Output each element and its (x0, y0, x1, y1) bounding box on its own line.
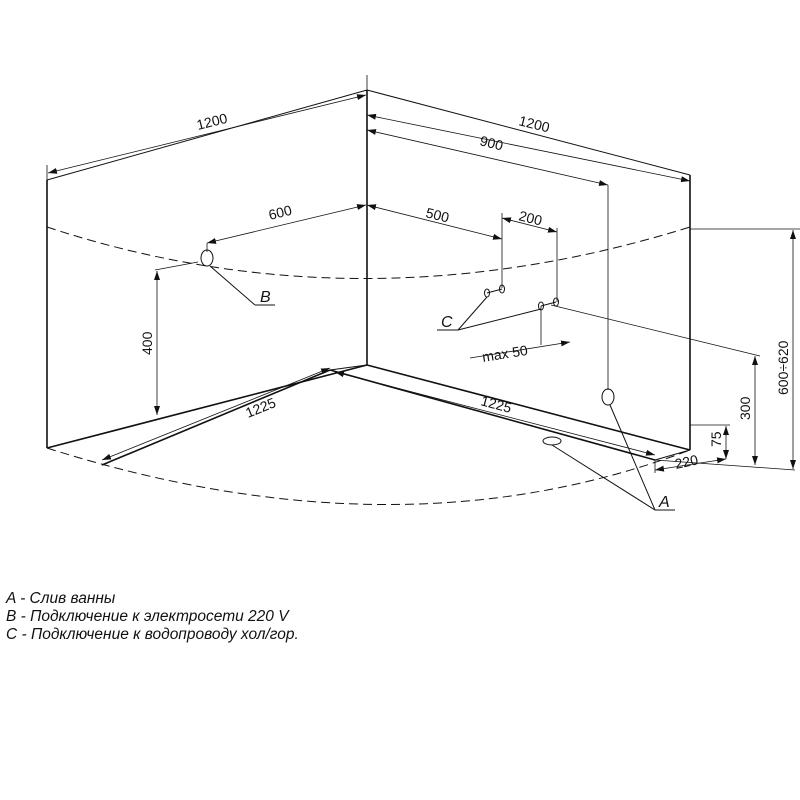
marker-a-leader-1 (609, 404, 656, 511)
dim-electric-offset-label: 600 (267, 202, 294, 223)
dim-water-spacing-label: 200 (517, 207, 544, 228)
bath-rim-top (46, 226, 691, 279)
room-walls (46, 89, 691, 451)
dim-left-base-label: 1225 (243, 394, 278, 421)
dim-water (366, 204, 558, 302)
dim-front-height-label: 75 (708, 431, 724, 447)
dim-front-depth (654, 457, 727, 473)
dim-bath-height-label: 600÷620 (775, 340, 791, 395)
dim-drain-offset-label: 900 (478, 132, 505, 153)
dim-right-base-label: 1225 (479, 392, 513, 416)
legend-item-b: B - Подключение к электросети 220 V (6, 608, 289, 625)
dim-drain-offset (366, 129, 609, 390)
dim-drain-height-label: 300 (737, 396, 753, 420)
marker-c-label: C (441, 314, 453, 331)
dim-water-offset-label: 500 (424, 204, 451, 225)
bath-rim-bottom (46, 447, 691, 505)
drain-overflow (601, 388, 615, 406)
dim-left-wall (46, 75, 368, 180)
marker-c-leader-2 (457, 308, 542, 331)
dim-front-height (690, 424, 730, 459)
electric-outlet (200, 249, 214, 267)
electric-height-ext (154, 261, 199, 271)
marker-b-label: B (260, 289, 271, 306)
drain-outlet (542, 436, 562, 446)
bath-apron (101, 364, 691, 466)
marker-b-leader (209, 265, 256, 306)
marker-a-leader-2 (551, 444, 656, 511)
marker-c-leader-1 (457, 296, 488, 331)
dim-front-depth-label: 220 (673, 451, 699, 472)
legend-item-a: A - Слив ванны (6, 590, 116, 607)
dim-water-pipe-max (469, 340, 571, 359)
dim-electric-height-label: 400 (139, 331, 155, 355)
dim-left-wall-label: 1200 (195, 110, 229, 133)
water-pipes (484, 284, 559, 311)
marker-a-label: A (658, 494, 670, 511)
legend: A - Слив ванны B - Подключение к электро… (6, 590, 299, 644)
dim-drain-height (550, 304, 761, 465)
dim-left-base (101, 367, 331, 461)
legend-item-c: C - Подключение к водопроводу хол/гор. (6, 626, 299, 643)
dim-water-pipe-max-label: max 50 (481, 342, 529, 365)
dim-right-base (334, 371, 656, 456)
dim-right-wall-label: 1200 (517, 112, 551, 135)
